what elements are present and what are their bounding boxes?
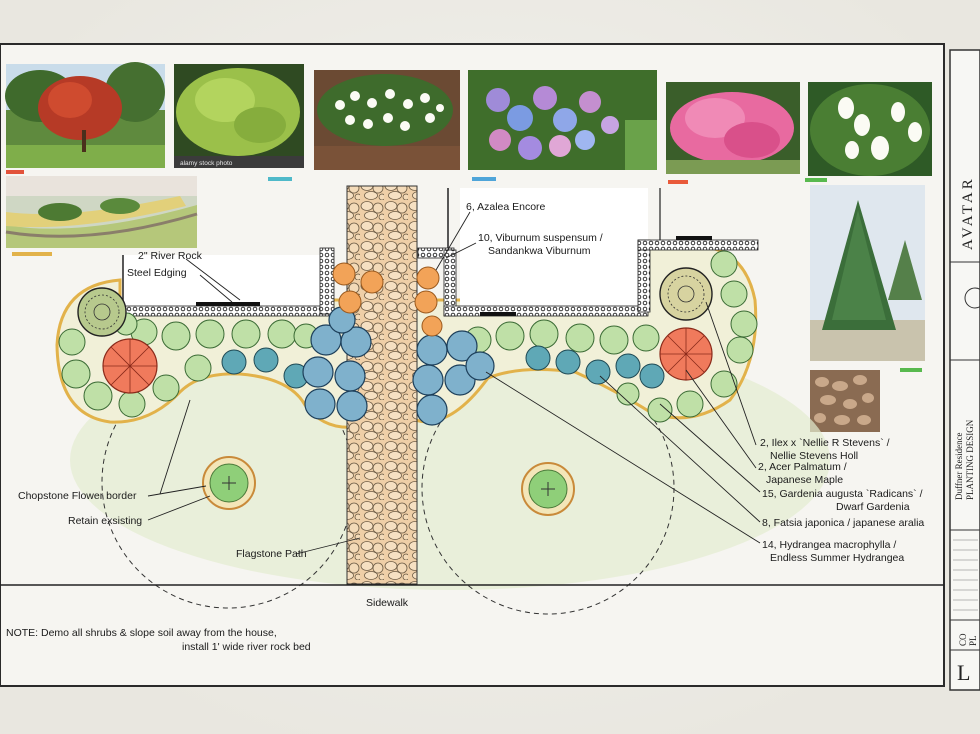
gardenia-plants: [58, 250, 758, 423]
label-acer-1: 2, Acer Palmatum /: [758, 461, 847, 473]
fatsia-plants: [221, 345, 665, 389]
label-ilex-2: Nellie Stevens Holl: [770, 450, 858, 462]
leader-lines: [147, 211, 761, 555]
holly-tree-photo: [810, 185, 925, 361]
viburnum-photo: [808, 82, 932, 176]
label-fatsia: 8, Fatsia japonica / japanese aralia: [762, 517, 924, 529]
label-flagstone: Flagstone Path: [236, 548, 307, 560]
note-line-1: NOTE: Demo all shrubs & slope soil away …: [6, 627, 277, 639]
hydrangea-photo: [468, 70, 657, 170]
alamy-watermark: alamy stock photo: [180, 160, 233, 167]
label-hydrangea-2: Endless Summer Hydrangea: [770, 552, 904, 564]
title-sheet-abbrev-2: PL: [968, 635, 978, 646]
azalea-photo: [666, 82, 800, 174]
japanese-maple-plants: [102, 327, 713, 394]
title-sheet-abbrev-1: CO: [958, 633, 968, 646]
chopstone-border-photo: [5, 176, 198, 248]
title-sheet-letter: L: [957, 660, 970, 685]
label-hydrangea-1: 14, Hydrangea macrophylla /: [762, 539, 896, 551]
title-brand: AVATAR: [960, 176, 976, 250]
river-rock-photo: [810, 370, 880, 432]
label-gardenia-2: Dwarf Gardenia: [836, 501, 910, 513]
azalea-plants: [332, 262, 443, 337]
title-block: AVATAR Duffner Residence PLANTING DESIGN…: [949, 49, 980, 691]
label-river-rock: 2" River Rock: [138, 250, 203, 262]
retain-existing-tree-right: [521, 462, 575, 516]
japanese-maple-photo: [5, 62, 165, 168]
label-viburnum-1: 10, Viburnum suspensum /: [478, 232, 603, 244]
note-line-2: install 1' wide river rock bed: [182, 641, 311, 653]
retain-existing-tree-left: [202, 456, 256, 510]
river-rock-bed: [117, 236, 759, 317]
gardenia-photo: [314, 70, 460, 170]
label-steel-edging: Steel Edging: [127, 267, 187, 279]
hydrangea-plants: [302, 306, 495, 426]
label-retain-existing: Retain exsisting: [68, 515, 142, 527]
label-chopstone: Chopstone Flower border: [18, 490, 137, 502]
label-sidewalk: Sidewalk: [366, 597, 409, 609]
viburnum-plants: [77, 267, 713, 337]
photo-color-keys: [6, 170, 922, 372]
label-ilex-1: 2, Ilex x `Nellie R Stevens` /: [760, 437, 890, 449]
title-project-name: Duffner Residence: [954, 432, 964, 500]
label-viburnum-2: Sandankwa Viburnum: [488, 245, 591, 257]
title-project-subtitle: PLANTING DESIGN: [965, 419, 975, 500]
fatsia-photo: alamy stock photo: [174, 64, 304, 168]
house-footprint: [122, 188, 705, 309]
label-acer-2: Japanese Maple: [766, 474, 843, 486]
label-azalea: 6, Azalea Encore: [466, 201, 546, 213]
right-lawn-circle: [421, 361, 675, 615]
label-gardenia-1: 15, Gardenia augusta `Radicans` /: [762, 488, 923, 500]
